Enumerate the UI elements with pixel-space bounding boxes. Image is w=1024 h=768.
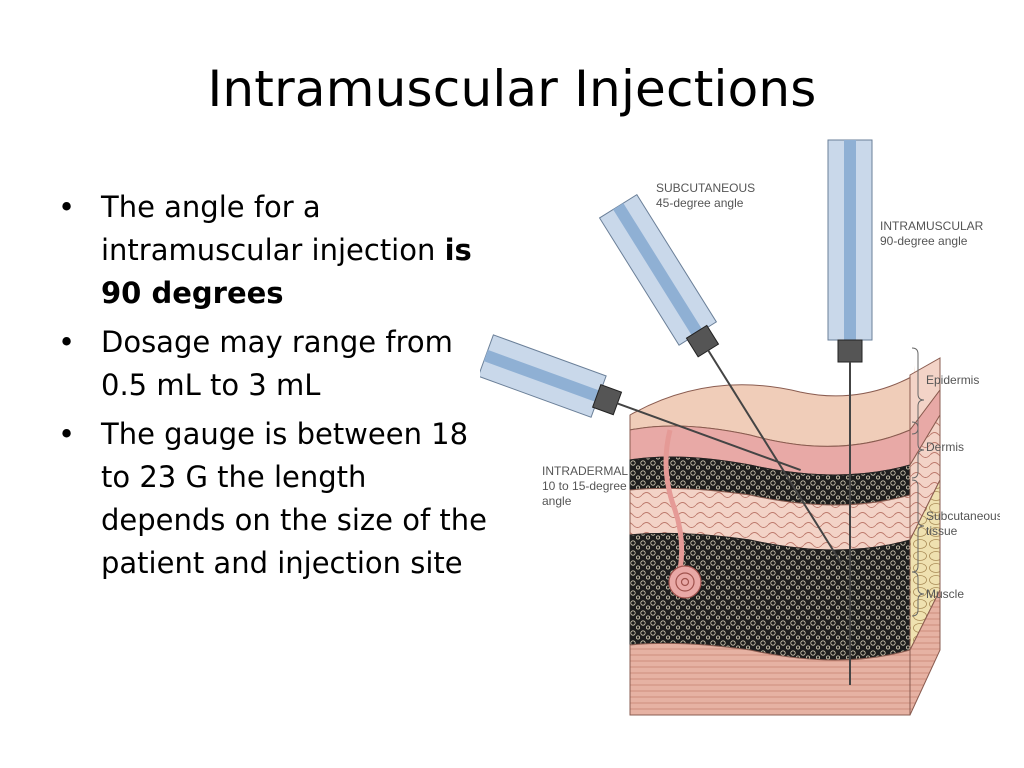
label-subcutaneous: SUBCUTANEOUS	[656, 181, 755, 195]
label-subcutaneous-tissue-2: tissue	[926, 524, 958, 538]
bullet-item: • The gauge is between 18 to 23 G the le…	[58, 413, 498, 585]
bullet-text: The gauge is between 18 to 23 G the leng…	[101, 417, 487, 580]
bullet-text: Dosage may range from 0.5 mL to 3 mL	[101, 325, 453, 402]
injection-illustration-svg: SUBCUTANEOUS 45-degree angle INTRAMUSCUL…	[480, 130, 1000, 730]
slide-title: Intramuscular Injections	[0, 60, 1024, 118]
label-intramuscular-angle: 90-degree angle	[880, 234, 968, 248]
bullet-item: • The angle for a intramuscular injectio…	[58, 186, 498, 315]
label-dermis: Dermis	[926, 440, 964, 454]
label-intradermal: INTRADERMAL	[542, 464, 628, 478]
label-intradermal-angle-1: 10 to 15-degree	[542, 479, 627, 493]
label-subcutaneous-tissue-1: Subcutaneous	[926, 509, 1000, 523]
label-subcutaneous-angle: 45-degree angle	[656, 196, 744, 210]
bullet-item: • Dosage may range from 0.5 mL to 3 mL	[58, 321, 498, 407]
bullet-list: • The angle for a intramuscular injectio…	[58, 186, 498, 591]
injection-angle-illustration: SUBCUTANEOUS 45-degree angle INTRAMUSCUL…	[480, 130, 1000, 730]
bullet-dot: •	[58, 413, 75, 456]
label-epidermis: Epidermis	[926, 373, 979, 387]
bullet-text: The angle for a intramuscular injection	[101, 190, 445, 267]
label-intradermal-angle-2: angle	[542, 494, 572, 508]
label-muscle: Muscle	[926, 587, 964, 601]
bullet-dot: •	[58, 321, 75, 364]
bullet-dot: •	[58, 186, 75, 229]
tissue-block	[630, 358, 940, 715]
label-intramuscular: INTRAMUSCULAR	[880, 219, 984, 233]
